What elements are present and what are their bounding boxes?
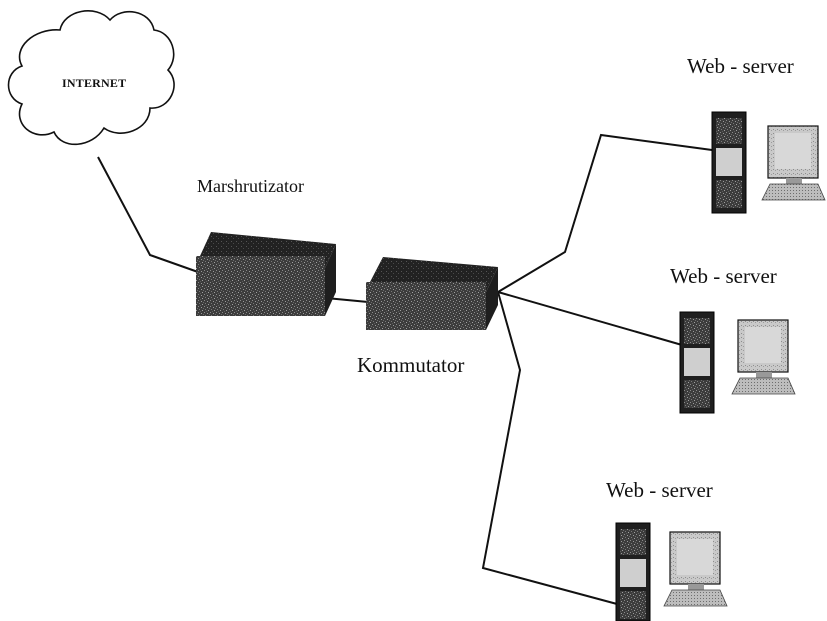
internet-cloud [7,10,175,146]
server-tower [615,522,651,621]
server-1 [711,111,826,214]
line-switch-server-3 [481,291,618,605]
connection-lines [97,133,713,605]
line-switch-server-2 [497,291,683,346]
line-router-switch [325,297,369,303]
internet-label: INTERNET [62,76,127,90]
switch-device [366,257,498,330]
server-3-label: Web - server [606,478,713,502]
computer-monitor-icon [663,531,728,607]
computer-monitor-icon [761,125,826,201]
server-2 [679,311,796,414]
line-switch-server-1 [497,133,713,293]
router-label: Marshrutizator [197,176,304,196]
server-tower [711,111,747,214]
server-2-label: Web - server [670,264,777,288]
server-1-label: Web - server [687,54,794,78]
router-device [196,232,336,316]
switch-label: Kommutator [357,353,465,377]
server-tower [679,311,715,414]
computer-monitor-icon [731,319,796,395]
line-internet-router [97,156,199,273]
server-3 [615,522,728,621]
